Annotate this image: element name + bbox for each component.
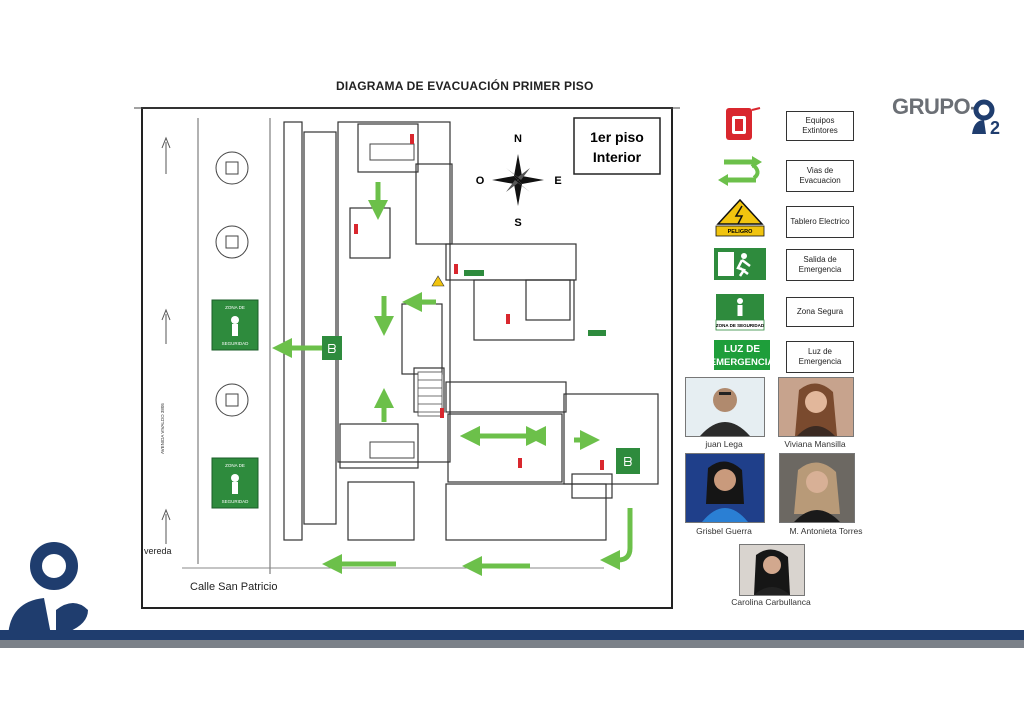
svg-text:ZONA DE: ZONA DE bbox=[225, 305, 245, 310]
svg-text:EMERGENCIA: EMERGENCIA bbox=[712, 357, 772, 368]
footer-band-navy bbox=[0, 630, 1024, 640]
legend-label-extintores: Equipos Extintores bbox=[786, 111, 854, 141]
emergency-light-icon: LUZ DE EMERGENCIA bbox=[710, 338, 774, 372]
high-voltage-panel-icon: PELIGRO bbox=[712, 198, 768, 237]
person-name-viviana: Viviana Mansilla bbox=[784, 439, 846, 449]
street-side-label: AVENIDA VIVALDO 3805 bbox=[160, 403, 165, 454]
fire-extinguisher-icon bbox=[712, 104, 768, 140]
person-photo-juan bbox=[685, 377, 765, 437]
floor-label-box bbox=[573, 117, 661, 175]
floor-label-line2: Interior bbox=[593, 149, 642, 165]
legend-label-luz: Luz de Emergencia bbox=[786, 341, 854, 373]
logo-mark-icon: 2 bbox=[972, 99, 1000, 138]
compass-e: E bbox=[554, 175, 561, 187]
compass-n: N bbox=[514, 133, 522, 145]
person-photo-grisbel bbox=[685, 453, 765, 523]
electrical-panel-marker bbox=[431, 275, 445, 287]
svg-text:ᗷ: ᗷ bbox=[624, 455, 633, 469]
evacuation-route-arrows-icon bbox=[712, 152, 768, 186]
person-photo-antonieta bbox=[779, 453, 855, 523]
svg-text:PELIGRO: PELIGRO bbox=[728, 229, 753, 235]
fire-extinguisher-markers bbox=[354, 134, 604, 470]
svg-text:ZONA DE: ZONA DE bbox=[225, 463, 245, 468]
safe-zone-sign-icon: ZONA DE SEGURIDAD bbox=[712, 292, 768, 331]
emergency-light-marker bbox=[464, 270, 484, 276]
compass-rose bbox=[492, 154, 544, 206]
svg-text:LUZ DE: LUZ DE bbox=[724, 344, 760, 355]
manhole-covers bbox=[215, 151, 249, 417]
svg-text:SEGURIDAD: SEGURIDAD bbox=[222, 499, 250, 504]
emergency-light-marker bbox=[588, 330, 606, 336]
footer-band-grey bbox=[0, 640, 1024, 648]
legend-label-zona-segura: Zona Segura bbox=[786, 297, 854, 327]
emergency-exit-sign-right: ᗷ bbox=[616, 448, 640, 474]
street-direction-arrows bbox=[161, 136, 171, 544]
zona-seguridad-sign-top bbox=[211, 299, 259, 351]
legend-label-tablero: Tablero Electrico bbox=[786, 206, 854, 238]
compass-o: O bbox=[476, 175, 485, 187]
brand-logo-large-icon bbox=[8, 542, 90, 640]
floor-label-line1: 1er piso bbox=[590, 129, 644, 145]
legend-label-salida: Salida de Emergencia bbox=[786, 249, 854, 281]
emergency-exit-sign-icon bbox=[712, 246, 768, 280]
building-walls bbox=[283, 121, 659, 541]
person-photo-carolina bbox=[739, 544, 805, 596]
svg-text:SEGURIDAD: SEGURIDAD bbox=[222, 341, 250, 346]
compass-s: S bbox=[514, 217, 521, 229]
person-photo-viviana bbox=[778, 377, 854, 437]
calle-label: Calle San Patricio bbox=[190, 581, 277, 593]
logo-text: GRUPO- bbox=[892, 94, 978, 119]
svg-text:ZONA DE SEGURIDAD: ZONA DE SEGURIDAD bbox=[716, 323, 765, 328]
floor-plan: ᗷ ᗷ N S O E 1er piso Interior ZONA DE SE… bbox=[134, 107, 680, 609]
svg-text:2: 2 bbox=[990, 118, 1000, 138]
person-name-antonieta: M. Antonieta Torres bbox=[789, 526, 863, 536]
diagram-title: DIAGRAMA DE EVACUACIÓN PRIMER PISO bbox=[336, 79, 594, 93]
emergency-exit-sign-left: ᗷ bbox=[322, 336, 342, 360]
svg-text:ᗷ: ᗷ bbox=[328, 342, 337, 356]
desks bbox=[369, 143, 415, 459]
person-name-grisbel: Grisbel Guerra bbox=[696, 526, 752, 536]
legend-label-vias: Vias de Evacuacion bbox=[786, 160, 854, 192]
zona-seguridad-sign-bottom bbox=[211, 457, 259, 509]
person-name-juan: juan Lega bbox=[705, 439, 743, 449]
vereda-label: vereda bbox=[144, 546, 172, 556]
stairs bbox=[417, 371, 443, 417]
person-name-carolina: Carolina Carbullanca bbox=[731, 597, 811, 607]
